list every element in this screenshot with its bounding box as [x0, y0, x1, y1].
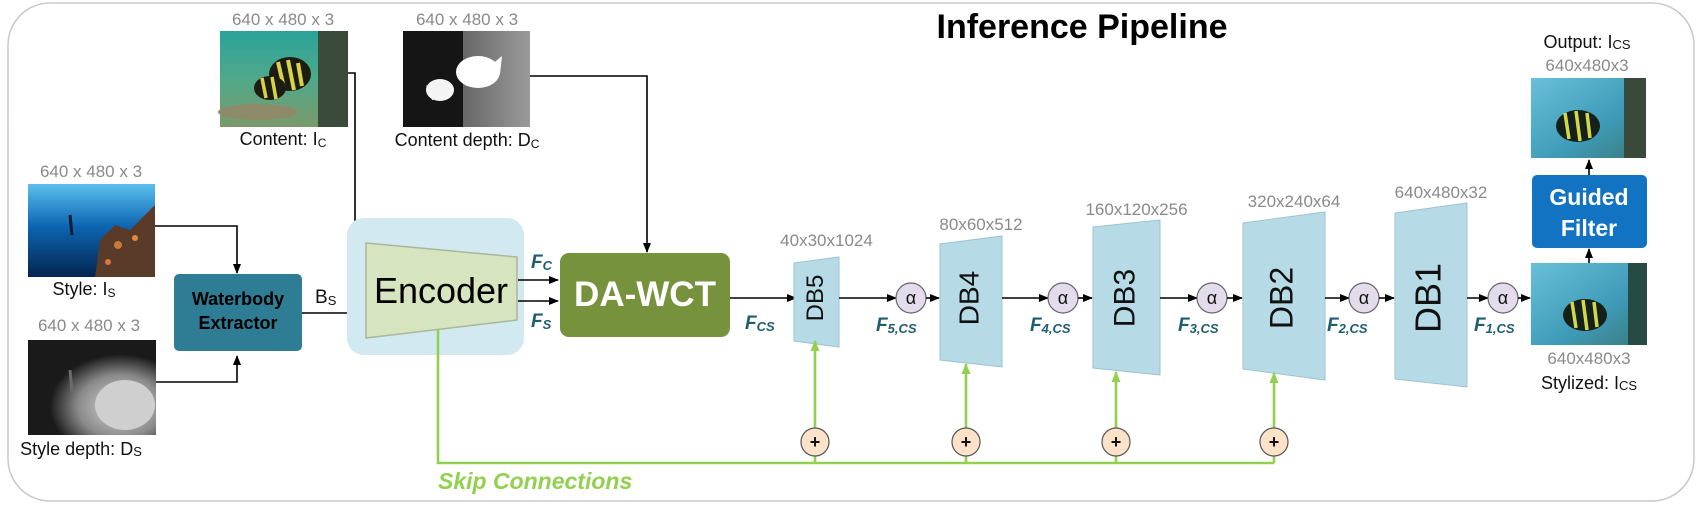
waterbody-line2: Extractor	[198, 313, 277, 333]
skip-plus-node: +	[951, 363, 981, 463]
bs-label: BS	[315, 287, 337, 308]
style-depth-dim: 640 x 480 x 3	[38, 316, 140, 335]
skip-connections-label: Skip Connections	[438, 468, 632, 494]
stylized-label: Stylized: ICS	[1541, 373, 1637, 393]
plus-symbol: +	[1111, 432, 1122, 452]
alpha-symbol: α	[1058, 288, 1068, 308]
dawct-block: DA-WCT	[560, 253, 730, 337]
alpha-symbol: α	[906, 288, 916, 308]
content-depth-dim: 640 x 480 x 3	[416, 10, 518, 29]
feature-f3-label: F3,CS	[1178, 315, 1219, 336]
alpha-symbol: α	[1207, 288, 1217, 308]
decoder-db1: DB1 640x480x32 αF1,CS	[1394, 183, 1531, 388]
guided-filter-block: Guided Filter	[1532, 175, 1647, 248]
decoder-label: DB2	[1263, 267, 1299, 329]
fs-label: FS	[531, 311, 552, 332]
decoder-label: DB3	[1108, 269, 1141, 327]
guided-line1: Guided	[1549, 184, 1628, 210]
decoder-blocks: DB5 40x30x1024 αF5,CS DB4 80x60x512 αF4,CS DB3…	[780, 183, 1531, 388]
guided-line2: Filter	[1561, 215, 1617, 241]
feature-f1-label: F1,CS	[1474, 315, 1515, 336]
content-image	[218, 31, 348, 127]
decoder-dim: 160x120x256	[1085, 200, 1187, 219]
feature-f5-label: F5,CS	[876, 315, 917, 336]
decoder-dim: 320x240x64	[1248, 192, 1341, 211]
decoder-label: DB4	[953, 271, 984, 325]
style-image	[28, 184, 155, 277]
decoder-shape	[939, 235, 1003, 368]
page-title: Inference Pipeline	[937, 8, 1228, 46]
decoder-db4: DB4 80x60x512 αF4,CS	[939, 215, 1093, 368]
stylized-dim: 640x480x3	[1547, 349, 1630, 368]
decoder-db2: DB2 320x240x64 αF2,CS	[1242, 192, 1395, 381]
decoder-label: DB1	[1408, 263, 1449, 333]
output-image	[1531, 78, 1646, 158]
style-depth-label: Style depth: DS	[20, 439, 142, 459]
skip-connections: + + + +	[436, 329, 1289, 465]
content-depth-image	[403, 31, 530, 127]
depth-to-dawct-arrow	[530, 75, 651, 253]
fcs-label: FCS	[745, 313, 775, 334]
style-to-extractor-arrow	[155, 225, 241, 274]
outer-frame	[7, 2, 1695, 502]
feature-f4-label: F4,CS	[1030, 315, 1071, 336]
skip-plus-node: +	[800, 340, 830, 463]
skip-trunk	[436, 329, 1274, 465]
alpha-symbol: α	[1498, 288, 1508, 308]
decoder-shape	[1092, 219, 1161, 376]
skip-plus-node: +	[1259, 372, 1289, 463]
style-label: Style: IS	[52, 279, 115, 300]
decoder-shape	[1394, 202, 1468, 388]
waterbody-extractor-block: Waterbody Extractor	[174, 274, 302, 351]
content-dim: 640 x 480 x 3	[232, 10, 334, 29]
alpha-node: α	[1348, 282, 1380, 314]
alpha-node: α	[1047, 282, 1079, 314]
decoder-dim: 640x480x32	[1395, 183, 1488, 202]
fc-label: FC	[531, 252, 553, 273]
style-depth-image	[28, 340, 156, 435]
content-label: Content: IC	[240, 129, 327, 150]
plus-symbol: +	[961, 432, 972, 452]
decoder-shape	[793, 256, 840, 348]
decoder-db3: DB3 160x120x256 αF3,CS	[1085, 200, 1243, 376]
dawct-label: DA-WCT	[574, 275, 716, 314]
decoder-shape	[1242, 211, 1326, 381]
skip-plus-node: +	[1101, 371, 1131, 463]
stylized-image	[1531, 263, 1647, 345]
decoder-label: DB5	[802, 275, 829, 322]
encoder-block: Encoder	[347, 218, 524, 355]
waterbody-line1: Waterbody	[192, 289, 284, 309]
style-dim: 640 x 480 x 3	[40, 162, 142, 181]
feature-f2-label: F2,CS	[1327, 315, 1368, 336]
content-depth-label: Content depth: DC	[395, 130, 540, 151]
encoder-label: Encoder	[374, 270, 508, 311]
decoder-dim: 80x60x512	[939, 215, 1022, 234]
depth-to-extractor-arrow	[156, 355, 241, 383]
decoder-db5: DB5 40x30x1024 αF5,CS	[780, 231, 940, 348]
alpha-node: α	[895, 282, 927, 314]
plus-symbol: +	[810, 432, 821, 452]
alpha-node: α	[1487, 282, 1519, 314]
output-label: Output: ICS	[1543, 32, 1630, 52]
alpha-node: α	[1196, 282, 1228, 314]
output-dim: 640x480x3	[1545, 56, 1628, 75]
decoder-dim: 40x30x1024	[780, 231, 873, 250]
plus-symbol: +	[1269, 432, 1280, 452]
alpha-symbol: α	[1359, 288, 1369, 308]
